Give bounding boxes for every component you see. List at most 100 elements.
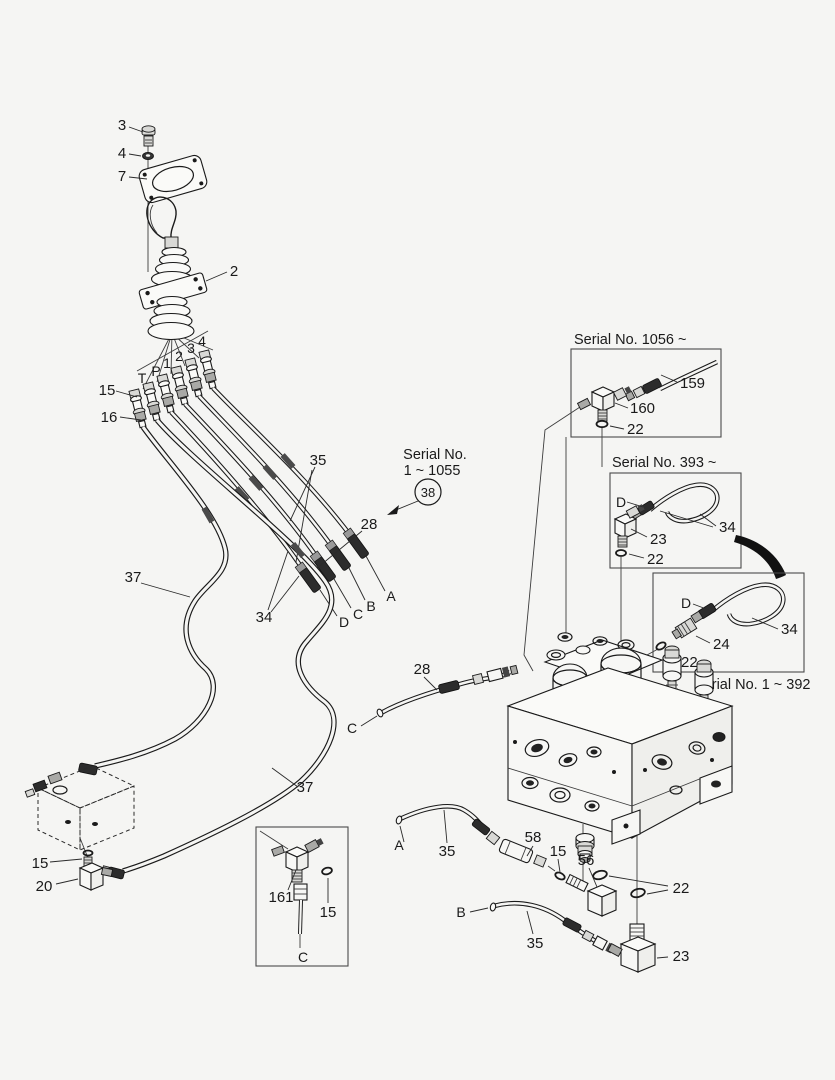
callout-56: 56 xyxy=(578,852,595,869)
fitting-stack xyxy=(198,349,217,390)
port-3: 3 xyxy=(187,340,195,356)
serial-392-frame xyxy=(652,572,805,673)
replacement-arrow xyxy=(734,535,786,579)
elbow-20 xyxy=(78,849,114,891)
joystick-lever xyxy=(138,196,208,341)
port-d-392: D xyxy=(681,595,691,611)
callout-24: 24 xyxy=(713,636,730,653)
bolt xyxy=(141,125,156,147)
callout-23-bottom: 23 xyxy=(673,948,690,965)
oring-15-bottom xyxy=(554,871,566,881)
valve-bottom-nipple xyxy=(575,832,595,863)
callout-22-1056: 22 xyxy=(627,421,644,438)
callout-15-fitting: 15 xyxy=(99,382,116,399)
callout-35-bundle: 35 xyxy=(310,452,327,469)
elbow-56 xyxy=(565,873,618,917)
balloon-38-label: 38 xyxy=(421,485,435,500)
fitting-stack xyxy=(184,357,203,398)
callout-4: 4 xyxy=(118,145,126,162)
serial-393-frame xyxy=(609,472,742,569)
callout-20: 20 xyxy=(36,878,53,895)
long-hoses-37: 37 37 xyxy=(78,418,337,880)
mounting-plate xyxy=(138,154,208,204)
callout-161: 161 xyxy=(268,889,293,906)
callout-7: 7 xyxy=(118,168,126,185)
port-t: T xyxy=(138,370,147,386)
tee-fitting-161 xyxy=(271,838,324,883)
oring-22-1056 xyxy=(595,419,609,429)
callout-2: 2 xyxy=(230,263,238,280)
hose-tip-c xyxy=(309,550,336,582)
elbow-23-bottom xyxy=(607,923,657,973)
callout-37-upper: 37 xyxy=(125,569,142,586)
tee-161-frame xyxy=(255,826,349,967)
serial-1055-line1: Serial No. xyxy=(403,447,467,463)
hose-tip-d xyxy=(294,561,321,593)
fitting-stack xyxy=(156,373,175,414)
callout-22-392: 22 xyxy=(681,654,698,671)
fitting-stack xyxy=(170,365,189,406)
port-4: 4 xyxy=(198,333,206,349)
oring-22-b xyxy=(630,887,646,899)
end-port-b: B xyxy=(366,598,375,614)
hose-tip-b xyxy=(324,539,351,571)
joystick-assembly: 3 4 7 2 xyxy=(118,117,238,341)
shuttle-block: 15 20 xyxy=(24,765,136,895)
pilot-port-fittings: T P 1 2 3 4 15 16 xyxy=(99,333,217,429)
callout-159: 159 xyxy=(680,375,705,392)
serial-393-title: Serial No. 393 ~ xyxy=(612,455,716,471)
serial-1055-line2: 1 ~ 1055 xyxy=(404,463,461,479)
callout-28-bundle: 28 xyxy=(361,516,378,533)
serial-392-box: D 34 24 22 Serial No. 1 ~ 392 xyxy=(652,572,810,693)
callout-3: 3 xyxy=(118,117,126,134)
connector-58 xyxy=(498,838,534,864)
valve-supply-lines: A 35 58 15 56 22 B 35 23 xyxy=(394,804,690,973)
callout-35-a: 35 xyxy=(439,843,456,860)
washer xyxy=(142,151,154,160)
end-port-c: C xyxy=(353,606,363,622)
serial-1056-box: Serial No. 1056 ~ 159 160 22 xyxy=(570,332,722,438)
callout-22-bottom: 22 xyxy=(673,880,690,897)
callout-15-block: 15 xyxy=(32,855,49,872)
serial-note-1055: Serial No. 1 ~ 1055 38 xyxy=(387,447,467,515)
hose-sleeve xyxy=(293,883,308,901)
serial-392-caption: Serial No. 1 ~ 392 xyxy=(694,677,810,693)
oring-22-393 xyxy=(615,549,627,557)
port-d-393: D xyxy=(616,494,626,510)
elbow-23-393 xyxy=(613,504,645,548)
balloon-38 xyxy=(414,478,442,506)
end-port-d: D xyxy=(339,614,349,630)
tee-161-box: 161 15 C xyxy=(255,826,349,967)
hose-tip-a xyxy=(342,527,369,559)
callout-37-lower: 37 xyxy=(297,779,314,796)
oring-15-161 xyxy=(321,866,333,876)
port-1: 1 xyxy=(163,355,171,371)
main-control-valve xyxy=(506,632,734,863)
port-p: P xyxy=(151,363,160,379)
callout-58: 58 xyxy=(525,829,542,846)
callout-15-161: 15 xyxy=(320,904,337,921)
tee-fitting-160 xyxy=(576,386,632,422)
callout-16: 16 xyxy=(101,409,118,426)
callout-34-393: 34 xyxy=(719,519,736,536)
fitting-stack xyxy=(142,381,161,422)
port-c-hose28: C xyxy=(347,720,357,736)
serial-393-box: Serial No. 393 ~ D 34 23 22 xyxy=(609,455,742,569)
callout-28-hose: 28 xyxy=(414,661,431,678)
oring-22-392 xyxy=(655,641,667,651)
oring-22-a xyxy=(592,869,608,881)
callout-34-bundle: 34 xyxy=(256,609,273,626)
serial-1056-title: Serial No. 1056 ~ xyxy=(574,332,686,348)
hose-28-c: 28 C xyxy=(347,661,519,736)
callout-35-b: 35 xyxy=(527,935,544,952)
callout-23-393: 23 xyxy=(650,531,667,548)
port-2: 2 xyxy=(175,348,183,364)
adapter-24 xyxy=(671,617,698,640)
arrowhead xyxy=(387,505,399,515)
callout-34-392: 34 xyxy=(781,621,798,638)
end-port-a: A xyxy=(386,588,396,604)
callout-15-bottom: 15 xyxy=(550,843,567,860)
port-c-161: C xyxy=(298,949,308,965)
